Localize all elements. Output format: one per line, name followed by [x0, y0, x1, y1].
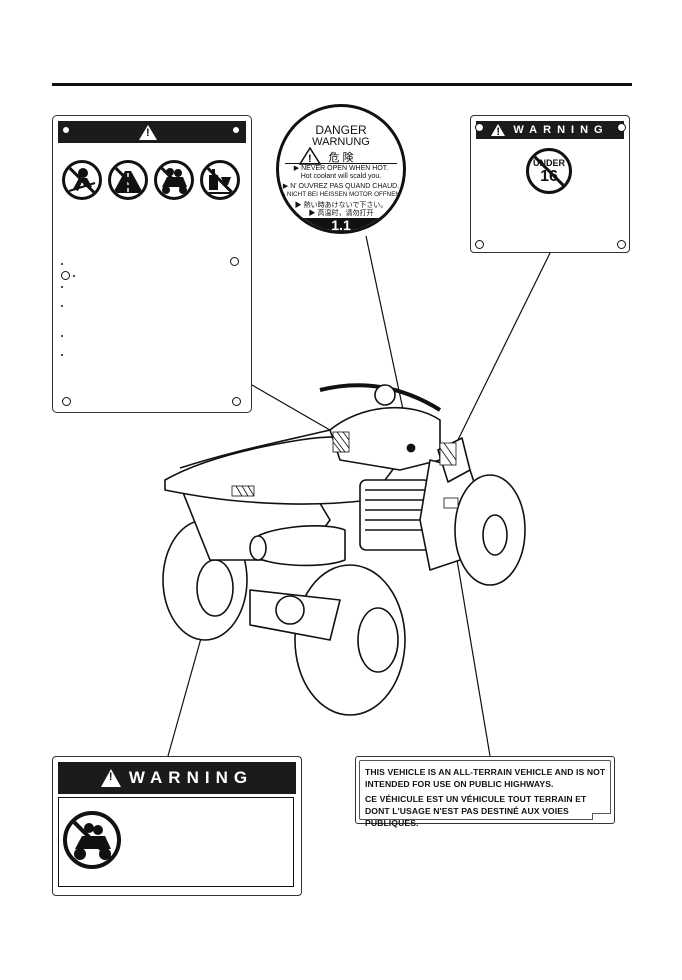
pressure-band — [279, 218, 403, 231]
age-warning-label: WARNING UNDER 16 — [470, 115, 630, 253]
no-passenger-icon — [154, 160, 194, 200]
passenger-warning-label: WARNING — [52, 756, 302, 896]
screw-hole-icon — [230, 257, 239, 266]
text-bullet — [61, 354, 63, 356]
warning-triangle-icon — [139, 124, 157, 140]
warning-triangle-icon — [100, 769, 121, 787]
screw-hole-icon — [62, 397, 71, 406]
danger-divider — [285, 163, 397, 164]
text-bullet — [61, 335, 63, 337]
screw-hole-icon — [617, 123, 626, 132]
svg-text:!: ! — [308, 153, 312, 165]
danger-line-en: ▶ NEVER OPEN WHEN HOT. — [293, 165, 389, 172]
age-warning-header: WARNING — [476, 121, 624, 139]
label-corner-notch — [592, 813, 611, 820]
no-under-16-icon: UNDER 16 — [526, 148, 572, 194]
no-passenger-icon — [63, 811, 121, 869]
danger-title: DANGER — [315, 123, 367, 137]
text-bullet — [61, 286, 63, 288]
pressure-value: 1.1 — [331, 217, 351, 233]
highway-text-french: CE VÉHICULE EST UN VÉHICULE TOUT TERRAIN… — [365, 794, 587, 828]
passenger-warning-header: WARNING — [58, 762, 296, 794]
text-bullet — [61, 305, 63, 307]
no-alcohol-icon — [200, 160, 240, 200]
screw-hole-icon — [233, 127, 239, 133]
main-warning-label — [52, 115, 252, 413]
radiator-danger-label: DANGER WARNUNG ! 危 険 ▶ NEVER OPEN WHEN H… — [276, 104, 406, 234]
kiken-title: 危 険 — [328, 152, 354, 164]
danger-line-de: ▶ NICHT BEI HEISSEN MOTOR OFFNEN. — [280, 191, 402, 198]
warning-triangle-icon: ! — [299, 147, 321, 165]
screw-hole-icon — [475, 123, 484, 132]
text-bullet — [61, 263, 63, 265]
no-helmet-rider-icon — [62, 160, 102, 200]
screw-hole-icon — [617, 240, 626, 249]
screw-hole-icon — [61, 271, 70, 280]
screw-hole-icon — [475, 240, 484, 249]
warnung-title: WARNUNG — [312, 136, 370, 148]
danger-line-scald: Hot coolant will scald you. — [300, 173, 382, 180]
text-bullet — [73, 275, 75, 277]
screw-hole-icon — [63, 127, 69, 133]
main-warning-header — [58, 121, 246, 143]
highway-warning-label: THIS VEHICLE IS AN ALL-TERRAIN VEHICLE A… — [355, 756, 615, 828]
screw-hole-icon — [232, 397, 241, 406]
danger-line-ja: ▶ 熱い時あけないで下さい。 — [294, 202, 388, 209]
passenger-label-inner-frame — [58, 797, 294, 887]
danger-line-fr: ▶ N' OUVREZ PAS QUAND CHAUD. — [282, 183, 400, 190]
no-public-road-icon — [108, 160, 148, 200]
highway-text-english: THIS VEHICLE IS AN ALL-TERRAIN VEHICLE A… — [365, 767, 606, 789]
header-rule — [52, 83, 632, 86]
danger-line-zh: ▶ 高温时，请勿打开 — [308, 210, 374, 217]
highway-label-inner-frame — [359, 760, 611, 820]
warning-triangle-icon — [491, 124, 506, 138]
